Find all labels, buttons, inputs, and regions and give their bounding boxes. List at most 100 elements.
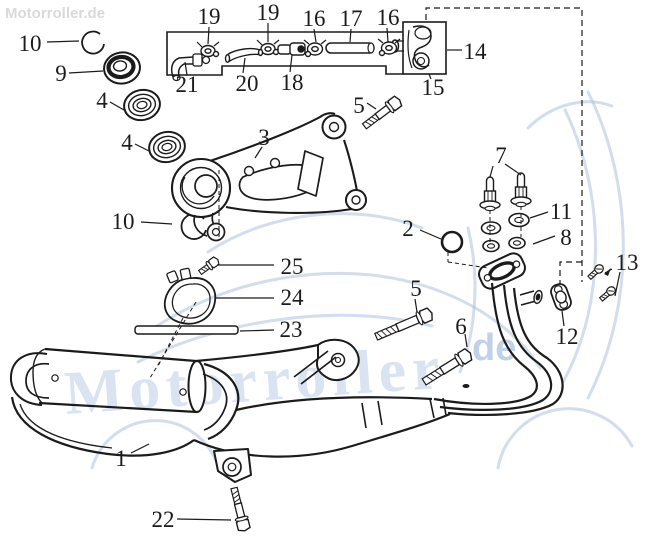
part-clamp-19b (256, 39, 280, 56)
part-muffler-assembly-1 (9, 338, 470, 483)
part-nut-8a (482, 239, 500, 253)
part-bolt-22 (230, 486, 251, 532)
part-label-14: 14 (464, 39, 488, 64)
callout-leader-line (313, 28, 317, 43)
callout-leader-line (176, 518, 232, 521)
part-pipe-stub-end (533, 289, 543, 305)
part-header-pipe (433, 282, 564, 416)
part-label-19: 19 (257, 0, 280, 25)
callout-leader-line (366, 102, 377, 110)
part-label-1: 1 (115, 446, 127, 471)
part-label-22: 22 (152, 507, 175, 532)
callout-leader-line (419, 229, 442, 240)
callout-leader-line (207, 26, 210, 45)
callout-leader-line (140, 221, 173, 225)
part-screw-13a (587, 264, 604, 281)
callout-leader-line (134, 143, 150, 152)
part-label-16: 16 (377, 5, 400, 30)
part-ring-4a (123, 88, 161, 122)
callout-leader-line (68, 70, 104, 74)
callout-leader-line (529, 211, 549, 219)
assembly-leader-line (157, 317, 184, 367)
watermark-text-large: Motorroller (62, 334, 447, 428)
part-clamp-16a (303, 39, 327, 58)
part-label-3: 3 (258, 125, 270, 150)
callout-leader-line (504, 163, 522, 176)
assembly-leader-line (149, 301, 197, 379)
part-label-7: 7 (495, 143, 507, 168)
dashed-reference-frame (425, 7, 583, 288)
callout-leader-line (604, 268, 613, 274)
part-clamp-flange-12 (550, 283, 572, 311)
part-label-10: 10 (112, 209, 135, 234)
part-screw-13b (598, 286, 616, 302)
part-nut-8b (508, 236, 526, 250)
callout-leader-line (242, 57, 246, 74)
callout-leader-line (289, 54, 293, 73)
part-bolt-5-lower (374, 307, 433, 341)
part-oil-seal-9 (103, 51, 141, 85)
callout-leader-line (254, 146, 263, 159)
part-header-flange (478, 252, 526, 290)
part-label-4: 4 (121, 130, 133, 155)
part-gasket-strip-23 (134, 325, 239, 335)
callout-leader-line (489, 165, 494, 178)
part-stud-7b (510, 172, 532, 208)
callout-leader-line (428, 73, 432, 80)
callout-leader-line (130, 443, 150, 454)
leader-lines (46, 23, 621, 521)
part-label-9: 9 (55, 61, 67, 86)
callout-leader-line (349, 28, 352, 43)
part-hose-20 (224, 47, 264, 64)
part-label-19: 19 (198, 4, 221, 29)
part-bolt-6 (421, 347, 473, 386)
part-label-15: 15 (422, 75, 445, 100)
part-ring-4b (148, 130, 186, 164)
parts-tray-outline (166, 31, 403, 76)
part-label-6: 6 (455, 314, 467, 339)
part-label-2: 2 (402, 216, 414, 241)
part-label-10: 10 (19, 31, 42, 56)
part-stud-7a (479, 176, 501, 212)
part-label-5: 5 (410, 276, 422, 301)
callout-leader-line (109, 101, 125, 111)
part-washer-11a (480, 221, 502, 235)
callout-leader-line (614, 271, 621, 297)
watermark-text-de: de (472, 327, 516, 369)
part-label-5: 5 (353, 93, 365, 118)
part-bracket-3 (170, 112, 367, 242)
callout-leader-line (386, 27, 389, 43)
part-label-12: 12 (556, 324, 579, 349)
callout-leader-line (184, 61, 188, 76)
part-label-17: 17 (340, 6, 363, 31)
part-band-clamp-24 (163, 267, 217, 325)
callout-leader-line (414, 298, 418, 313)
part-label-4: 4 (96, 88, 108, 113)
callout-leader-line (46, 40, 80, 43)
part-label-16: 16 (303, 6, 326, 31)
part-label-20: 20 (236, 71, 259, 96)
part-label-11: 11 (550, 199, 572, 224)
site-logo: Motorroller.de (5, 5, 105, 22)
part-hose-17 (325, 42, 375, 54)
part-label-23: 23 (280, 317, 303, 342)
part-label-25: 25 (281, 254, 304, 279)
valve-box-outline (402, 21, 447, 75)
part-washer-11b (508, 212, 530, 228)
part-bent-pipe-21 (170, 53, 211, 82)
part-connector-18 (277, 42, 306, 56)
part-snap-ring-10a (81, 30, 105, 55)
part-screw-25 (197, 256, 220, 276)
part-bolt-5-upper (361, 95, 403, 130)
callout-leader-line (561, 310, 565, 327)
part-label-21: 21 (176, 72, 199, 97)
part-label-24: 24 (281, 285, 305, 310)
part-o-ring-2 (440, 230, 464, 254)
callout-leader-line (239, 329, 275, 332)
watermark-scooter-sketch (90, 90, 634, 470)
part-label-8: 8 (560, 225, 572, 250)
callout-leader-line (532, 235, 556, 245)
part-label-18: 18 (281, 70, 304, 95)
